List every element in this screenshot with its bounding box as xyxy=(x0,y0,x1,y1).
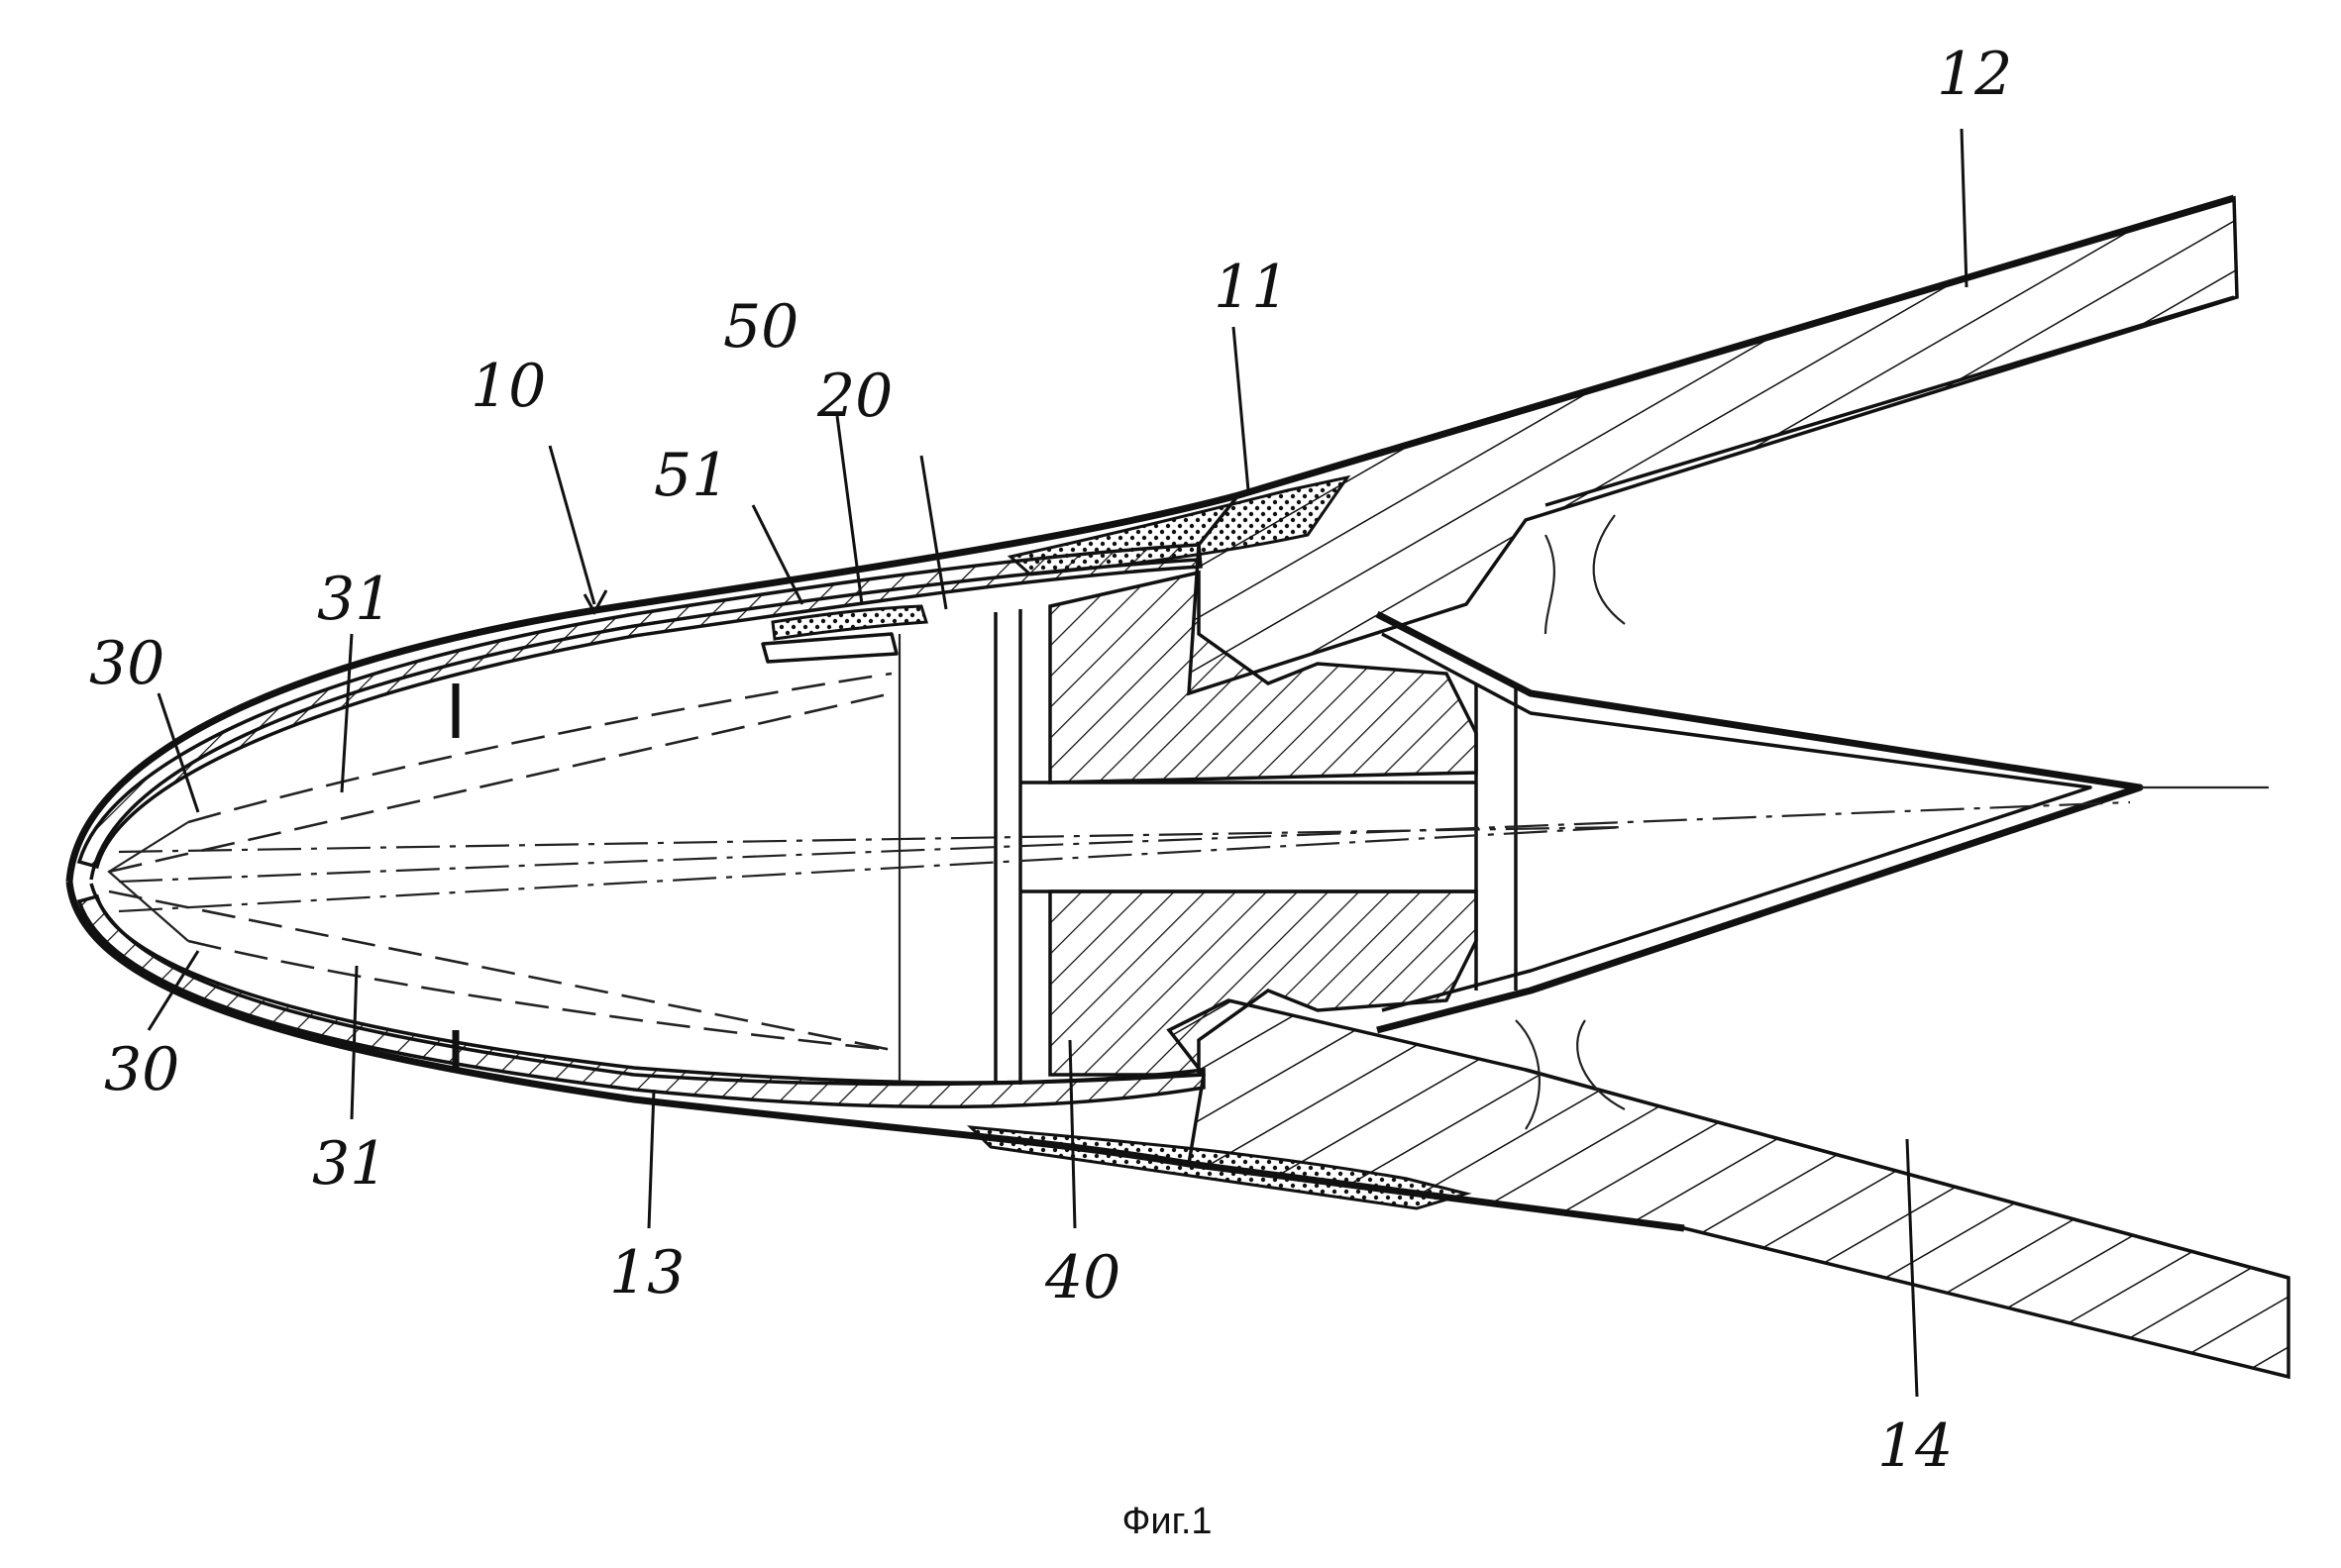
label-50: 50 xyxy=(723,292,798,362)
bulkhead-20 xyxy=(898,609,1022,1085)
label-40: 40 xyxy=(1044,1243,1120,1312)
inner-dashed-cone xyxy=(107,672,2131,1070)
label-12: 12 xyxy=(1937,40,2012,109)
label-31-top: 31 xyxy=(317,565,392,634)
label-11: 11 xyxy=(1214,253,1289,322)
label-20: 20 xyxy=(816,362,893,431)
label-13: 13 xyxy=(609,1238,685,1307)
label-31-bottom: 31 xyxy=(312,1129,387,1199)
stippled-filler-11 xyxy=(771,474,1472,1210)
figure-caption: Фиг.1 xyxy=(1121,1501,1212,1542)
reference-labels: 12 11 50 20 10 51 31 30 30 31 13 40 14 xyxy=(89,40,2012,1481)
mount-40 xyxy=(1020,570,1518,1077)
element-50-51 xyxy=(761,632,899,664)
leader-lines xyxy=(147,128,1969,1398)
upper-wall-12 xyxy=(1187,195,2239,696)
rear-v-cone xyxy=(1375,610,2269,1034)
nose-cone-shell xyxy=(65,194,2236,1232)
label-10: 10 xyxy=(471,352,546,421)
label-30-top: 30 xyxy=(89,629,164,698)
label-51: 51 xyxy=(654,441,729,510)
label-30-bottom: 30 xyxy=(104,1035,179,1104)
label-14: 14 xyxy=(1877,1411,1953,1481)
